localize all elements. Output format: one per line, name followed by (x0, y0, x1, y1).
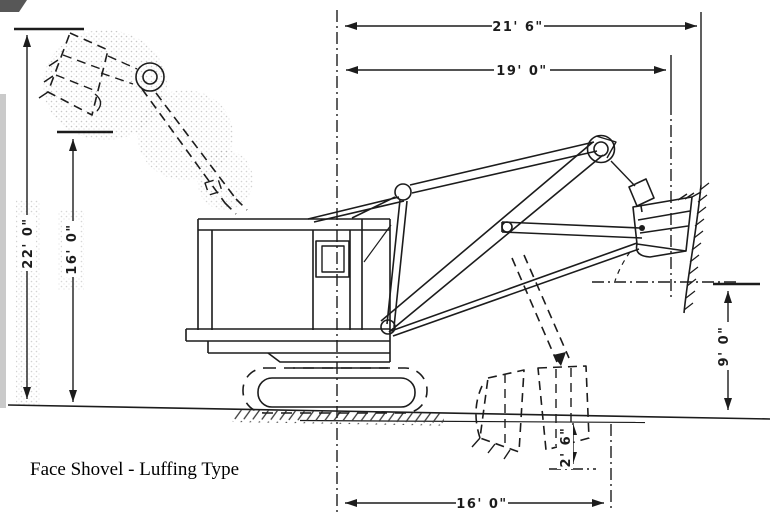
dim-label-bg (62, 221, 80, 277)
gantry-legs (307, 196, 405, 223)
caption-text: Face Shovel - Luffing Type (30, 459, 239, 480)
bucket-bail (628, 178, 655, 213)
bucket-slats (637, 210, 691, 234)
bucket-bottom-round (635, 243, 687, 258)
ground-hatch (232, 410, 444, 426)
ground-line (7, 404, 771, 420)
phantom-digging-bucket (471, 254, 590, 460)
dim-label-dump-height: 16' 0" (65, 223, 80, 274)
phantom-raised-bucket (38, 32, 248, 215)
corner-mark (0, 0, 27, 12)
arm-chords (501, 221, 643, 239)
phantom-sheave (135, 62, 165, 92)
phantom-latch-curl (94, 93, 102, 112)
dim-label-max-height: 22' 0" (21, 217, 36, 268)
excavator-machine (185, 134, 702, 414)
bank-face (683, 184, 702, 314)
deck-plates (185, 328, 391, 354)
hoist-rope (610, 160, 636, 187)
dim-bank-level-height: 9' 0" (713, 282, 760, 410)
dim-label-bg (557, 425, 573, 469)
scan-artifacts (0, 0, 253, 408)
dim-label-ground-radius: 16' 0" (456, 497, 507, 512)
bucket-teeth (677, 191, 702, 201)
ground (7, 182, 771, 426)
dim-label-bg (456, 494, 508, 511)
bucket-pivot-dot (639, 225, 645, 231)
phantom-bucket-teeth (38, 59, 59, 99)
deck-and-base (185, 328, 391, 369)
tooth-path-arc (614, 251, 631, 282)
kingpost (386, 199, 408, 328)
dim-max-reach: 21' 6" (345, 12, 702, 185)
boom-and-gantry (307, 134, 617, 335)
phantom-boom (141, 88, 248, 215)
crowd-links (390, 242, 640, 337)
point-sheave (586, 134, 616, 164)
boom-chords (380, 141, 604, 333)
phantom-dig-bucket-right (537, 365, 590, 451)
luffing-ties (409, 141, 598, 194)
phantom-dig-arm (511, 254, 570, 363)
sheave-housing (595, 135, 617, 159)
cab-house (197, 218, 392, 330)
dim-label-bg (18, 215, 36, 271)
phantom-sheave-hub (142, 69, 158, 85)
phantom-dig-bucket-left (475, 369, 525, 453)
cab-window-inner (321, 245, 345, 273)
dim-label-max-reach: 21' 6" (492, 20, 543, 35)
phantom-dig-arrow (553, 352, 566, 366)
bucket (614, 191, 702, 282)
crawler-tracks (242, 367, 428, 414)
pedestal (267, 352, 391, 369)
bank-hatch (683, 182, 710, 311)
dim-max-height: 22' 0" (14, 27, 84, 399)
phantom-bucket-slats (55, 54, 102, 92)
left-edge-band (0, 94, 6, 408)
dipper-arm (390, 160, 655, 337)
cab-frame (197, 218, 391, 330)
phantom-dig-teeth (471, 437, 511, 460)
dim-label-bg (492, 17, 544, 34)
gantry-pivot (394, 183, 412, 201)
cab-panel-diagonal (363, 224, 392, 263)
dim-label-dump-reach: 19' 0" (496, 64, 547, 79)
dim-dump-reach: 19' 0" (346, 55, 672, 103)
dim-dig-depth: 2' 6" (549, 423, 596, 470)
dim-label-bg (714, 322, 732, 370)
dim-label-bg (494, 61, 550, 78)
dim-label-dig-depth: 2' 6" (559, 427, 574, 468)
point-sheave-hub (593, 141, 609, 157)
arm-pivot (501, 221, 513, 233)
bucket-body (632, 196, 693, 252)
cab-window (315, 240, 350, 278)
dim-label-bank-level-height: 9' 0" (717, 326, 732, 367)
phantom-bail-links (100, 55, 138, 85)
dim-ground-radius: 16' 0" (345, 424, 612, 512)
dim-dump-height: 16' 0" (57, 130, 113, 402)
stipple-blob (43, 30, 167, 140)
track-outline-dashed (242, 367, 428, 414)
phantom-bucket-outline (47, 32, 109, 116)
